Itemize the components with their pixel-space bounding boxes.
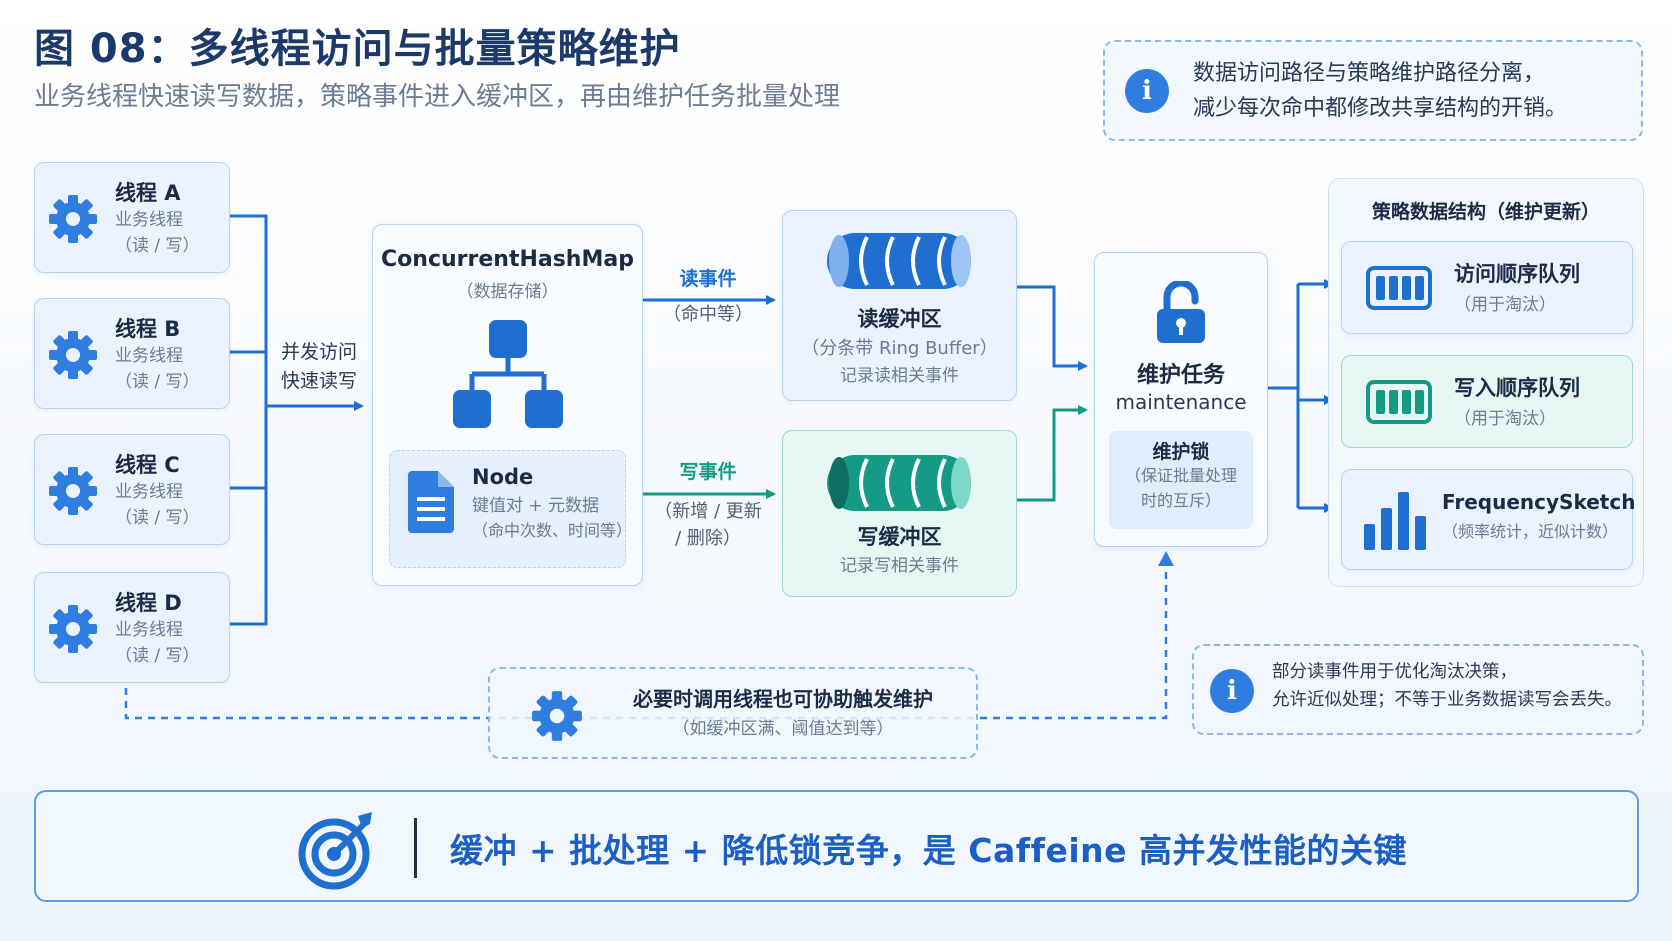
top-note-line2: 减少每次命中都修改共享结构的开销。 [1193, 96, 1568, 122]
thread-card-a: 线程 A 业务线程 （读 / 写） [34, 162, 230, 273]
thread-card-b: 线程 B 业务线程 （读 / 写） [34, 298, 230, 409]
map-title: ConcurrentHashMap [381, 247, 634, 272]
read-event-label: 读事件 （命中等） [663, 268, 753, 325]
ring-buffer-icon [827, 233, 971, 289]
lock-line2: 时的互斥） [1140, 490, 1221, 510]
thread-ops: （读 / 写） [115, 646, 200, 667]
right-note-line1: 部分读事件用于优化淘汰决策， [1272, 662, 1517, 682]
node-line1: 键值对 + 元数据 [472, 496, 600, 516]
thread-ops: （读 / 写） [115, 372, 200, 393]
top-note-line1: 数据访问路径与策略维护路径分离， [1193, 61, 1546, 86]
write-order-queue-card: 写入顺序队列 （用于淘汰） [1341, 355, 1633, 448]
thread-role: 业务线程 [115, 210, 183, 230]
top-info-note: i 数据访问路径与策略维护路径分离， 减少每次命中都修改共享结构的开销。 [1103, 40, 1643, 141]
gear-icon [49, 195, 97, 243]
right-note-line2: 允许近似处理；不等于业务数据读写会丢失。 [1272, 690, 1622, 710]
concurrent-hashmap-card: ConcurrentHashMap （数据存储） Node 键值对 + 元数据 … [372, 224, 643, 586]
tree-structure-icon [453, 320, 563, 428]
assist-note-line1: 必要时调用线程也可协助触发维护 [633, 687, 933, 711]
thread-ops: （读 / 写） [115, 236, 200, 257]
read-buffer-to-maintenance-arrow [1017, 285, 1088, 371]
thread-name: 线程 C [115, 453, 180, 477]
policy-item-title: FrequencySketch [1442, 490, 1636, 514]
write-buffer-to-maintenance-arrow [1017, 405, 1088, 502]
bar-chart-icon [1364, 492, 1426, 550]
queue-icon [1366, 380, 1432, 424]
node-inner-box: Node 键值对 + 元数据 （命中次数、时间等） [389, 450, 632, 568]
gear-icon [49, 605, 97, 653]
page-subtitle: 业务线程快速读写数据，策略事件进入缓冲区，再由维护任务批量处理 [34, 82, 841, 112]
right-info-note: i 部分读事件用于优化淘汰决策， 允许近似处理；不等于业务数据读写会丢失。 [1192, 644, 1644, 735]
policy-structures-panel: 策略数据结构（维护更新） 访问顺序队列 （用于淘汰） 写入顺序队列 （用于淘汰） [1328, 178, 1644, 587]
info-icon: i [1125, 69, 1169, 113]
maintenance-subtitle: maintenance [1115, 390, 1247, 414]
write-event-label: 写事件 （新增 / 更新 / 删除） [654, 461, 762, 549]
assist-note-line2: （如缓冲区满、阈值达到等） [672, 719, 894, 739]
maintenance-lock-box: 维护锁 （保证批量处理 时的互斥） [1109, 431, 1253, 529]
thread-role: 业务线程 [115, 482, 183, 502]
thread-name: 线程 D [115, 591, 182, 615]
thread-name: 线程 B [115, 317, 181, 341]
bottom-bar-divider [414, 818, 417, 878]
maintenance-to-policy-connector [1268, 279, 1334, 513]
thread-ops: （读 / 写） [115, 508, 200, 529]
read-buffer-line2: 记录读相关事件 [840, 366, 959, 386]
info-icon: i [1210, 669, 1254, 713]
lock-title: 维护锁 [1152, 441, 1210, 463]
policy-item-title: 访问顺序队列 [1454, 262, 1580, 286]
access-order-queue-card: 访问顺序队列 （用于淘汰） [1341, 241, 1633, 334]
frequency-sketch-card: FrequencySketch （频率统计，近似计数） [1341, 469, 1636, 570]
write-buffer-card: 写缓冲区 记录写相关事件 [782, 430, 1017, 597]
target-icon [298, 812, 372, 890]
assist-note: 必要时调用线程也可协助触发维护 （如缓冲区满、阈值达到等） [488, 667, 978, 759]
map-subtitle: （数据存储） [456, 282, 559, 302]
bottom-bar-text: 缓冲 + 批处理 + 降低锁竞争，是 Caffeine 高并发性能的关键 [450, 831, 1408, 870]
queue-icon [1366, 266, 1432, 310]
policy-header: 策略数据结构（维护更新） [1371, 201, 1600, 223]
thread-name: 线程 A [115, 181, 181, 205]
read-buffer-title: 读缓冲区 [857, 307, 942, 331]
policy-item-sub: （频率统计，近似计数） [1442, 522, 1619, 541]
write-buffer-line1: 记录写相关事件 [840, 556, 959, 576]
document-icon [408, 471, 454, 533]
policy-item-title: 写入顺序队列 [1454, 376, 1580, 400]
read-buffer-line1: （分条带 Ring Buffer） [801, 338, 998, 359]
threads-to-map-connector [230, 214, 364, 626]
bottom-summary-bar: 缓冲 + 批处理 + 降低锁竞争，是 Caffeine 高并发性能的关键 [34, 790, 1639, 902]
policy-item-sub: （用于淘汰） [1454, 295, 1556, 315]
thread-role: 业务线程 [115, 346, 183, 366]
ring-buffer-icon [827, 455, 971, 511]
thread-role: 业务线程 [115, 620, 183, 640]
concurrent-access-label: 并发访问 快速读写 [281, 341, 358, 392]
thread-card-c: 线程 C 业务线程 （读 / 写） [34, 434, 230, 545]
unlock-icon [1157, 281, 1205, 343]
thread-card-d: 线程 D 业务线程 （读 / 写） [34, 572, 230, 683]
gear-icon [49, 331, 97, 379]
maintenance-title: 维护任务 [1136, 363, 1225, 388]
policy-item-sub: （用于淘汰） [1454, 409, 1556, 429]
gear-icon [49, 467, 97, 515]
node-title: Node [472, 465, 534, 489]
page-title: 图 08：多线程访问与批量策略维护 [34, 26, 681, 72]
lock-line1: （保证批量处理 [1124, 466, 1237, 485]
write-buffer-title: 写缓冲区 [857, 525, 942, 549]
node-line2: （命中次数、时间等） [472, 521, 633, 541]
read-buffer-card: 读缓冲区 （分条带 Ring Buffer） 记录读相关事件 [782, 210, 1017, 401]
assist-arrow-head [1158, 551, 1174, 566]
maintenance-card: 维护任务 maintenance 维护锁 （保证批量处理 时的互斥） [1094, 252, 1268, 547]
gear-icon [532, 691, 582, 741]
